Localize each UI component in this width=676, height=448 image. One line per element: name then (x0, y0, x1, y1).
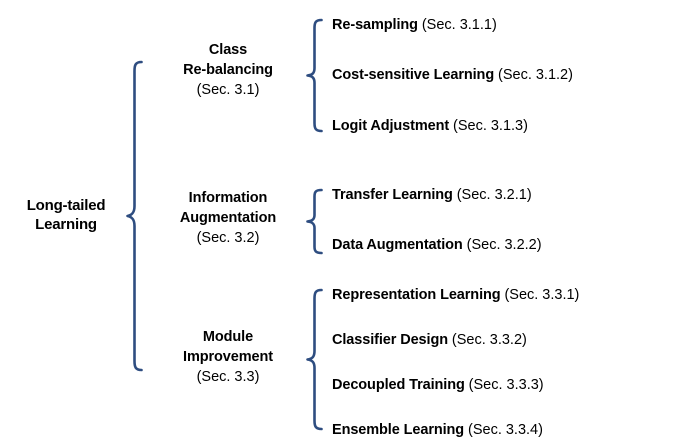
category-1-section: (Sec. 3.1) (196, 82, 260, 98)
category-2-name-line1: Information (188, 190, 268, 206)
leaf-3-1-name: Representation Learning (332, 287, 505, 303)
category-2-section: (Sec. 3.2) (196, 230, 260, 246)
leaf-2-1-section: (Sec. 3.2.1) (456, 187, 532, 203)
category-3-name-line2: Improvement (183, 349, 273, 365)
category-node-information-augmentation: Information Augmentation (Sec. 3.2) (155, 188, 301, 248)
category-3-section: (Sec. 3.3) (196, 369, 260, 385)
leaf-1-1-section: (Sec. 3.1.1) (421, 17, 497, 33)
leaf-1-3-section: (Sec. 3.1.3) (453, 118, 528, 134)
root-label-line2: Learning (35, 216, 97, 233)
leaf-item-logit-adjustment: Logit Adjustment (Sec. 3.1.3) (332, 117, 528, 135)
leaf-item-decoupled-training: Decoupled Training (Sec. 3.3.3) (332, 376, 544, 394)
leaf-item-data-augmentation: Data Augmentation (Sec. 3.2.2) (332, 236, 542, 254)
leaf-3-4-name: Ensemble Learning (332, 422, 468, 438)
category-3-name-line1: Module (202, 329, 254, 345)
leaf-3-2-section: (Sec. 3.3.2) (451, 332, 527, 348)
category-2-brace (306, 188, 323, 255)
category-node-class-re-balancing: Class Re-balancing (Sec. 3.1) (155, 40, 301, 100)
leaf-1-3-name: Logit Adjustment (332, 118, 453, 134)
leaf-item-classifier-design: Classifier Design (Sec. 3.3.2) (332, 331, 527, 349)
leaf-item-cost-sensitive-learning: Cost-sensitive Learning (Sec. 3.1.2) (332, 66, 573, 84)
leaf-3-2-name: Classifier Design (332, 332, 452, 348)
leaf-2-1-name: Transfer Learning (332, 187, 457, 203)
category-3-brace (306, 288, 323, 431)
root-node-long-tailed-learning: Long-tailed Learning (8, 196, 124, 234)
leaf-item-ensemble-learning: Ensemble Learning (Sec. 3.3.4) (332, 421, 543, 439)
leaf-3-1-section: (Sec. 3.3.1) (504, 287, 580, 303)
leaf-1-2-section: (Sec. 3.1.2) (498, 67, 573, 83)
leaf-3-3-name: Decoupled Training (332, 377, 469, 393)
leaf-3-3-section: (Sec. 3.3.3) (468, 377, 544, 393)
leaf-item-representation-learning: Representation Learning (Sec. 3.3.1) (332, 286, 579, 304)
root-brace (126, 60, 143, 372)
category-1-name-line1: Class (208, 42, 248, 58)
root-label-line1: Long-tailed (26, 197, 106, 214)
leaf-2-2-name: Data Augmentation (332, 237, 467, 253)
leaf-3-4-section: (Sec. 3.3.4) (468, 422, 543, 438)
leaf-1-1-name: Re-sampling (332, 17, 422, 33)
leaf-item-transfer-learning: Transfer Learning (Sec. 3.2.1) (332, 186, 532, 204)
leaf-item-re-sampling: Re-sampling (Sec. 3.1.1) (332, 16, 497, 34)
leaf-1-2-name: Cost-sensitive Learning (332, 67, 498, 83)
category-1-brace (306, 18, 323, 133)
category-2-name-line2: Augmentation (179, 210, 277, 226)
category-1-name-line2: Re-balancing (183, 62, 273, 78)
leaf-2-2-section: (Sec. 3.2.2) (466, 237, 542, 253)
category-node-module-improvement: Module Improvement (Sec. 3.3) (155, 327, 301, 387)
